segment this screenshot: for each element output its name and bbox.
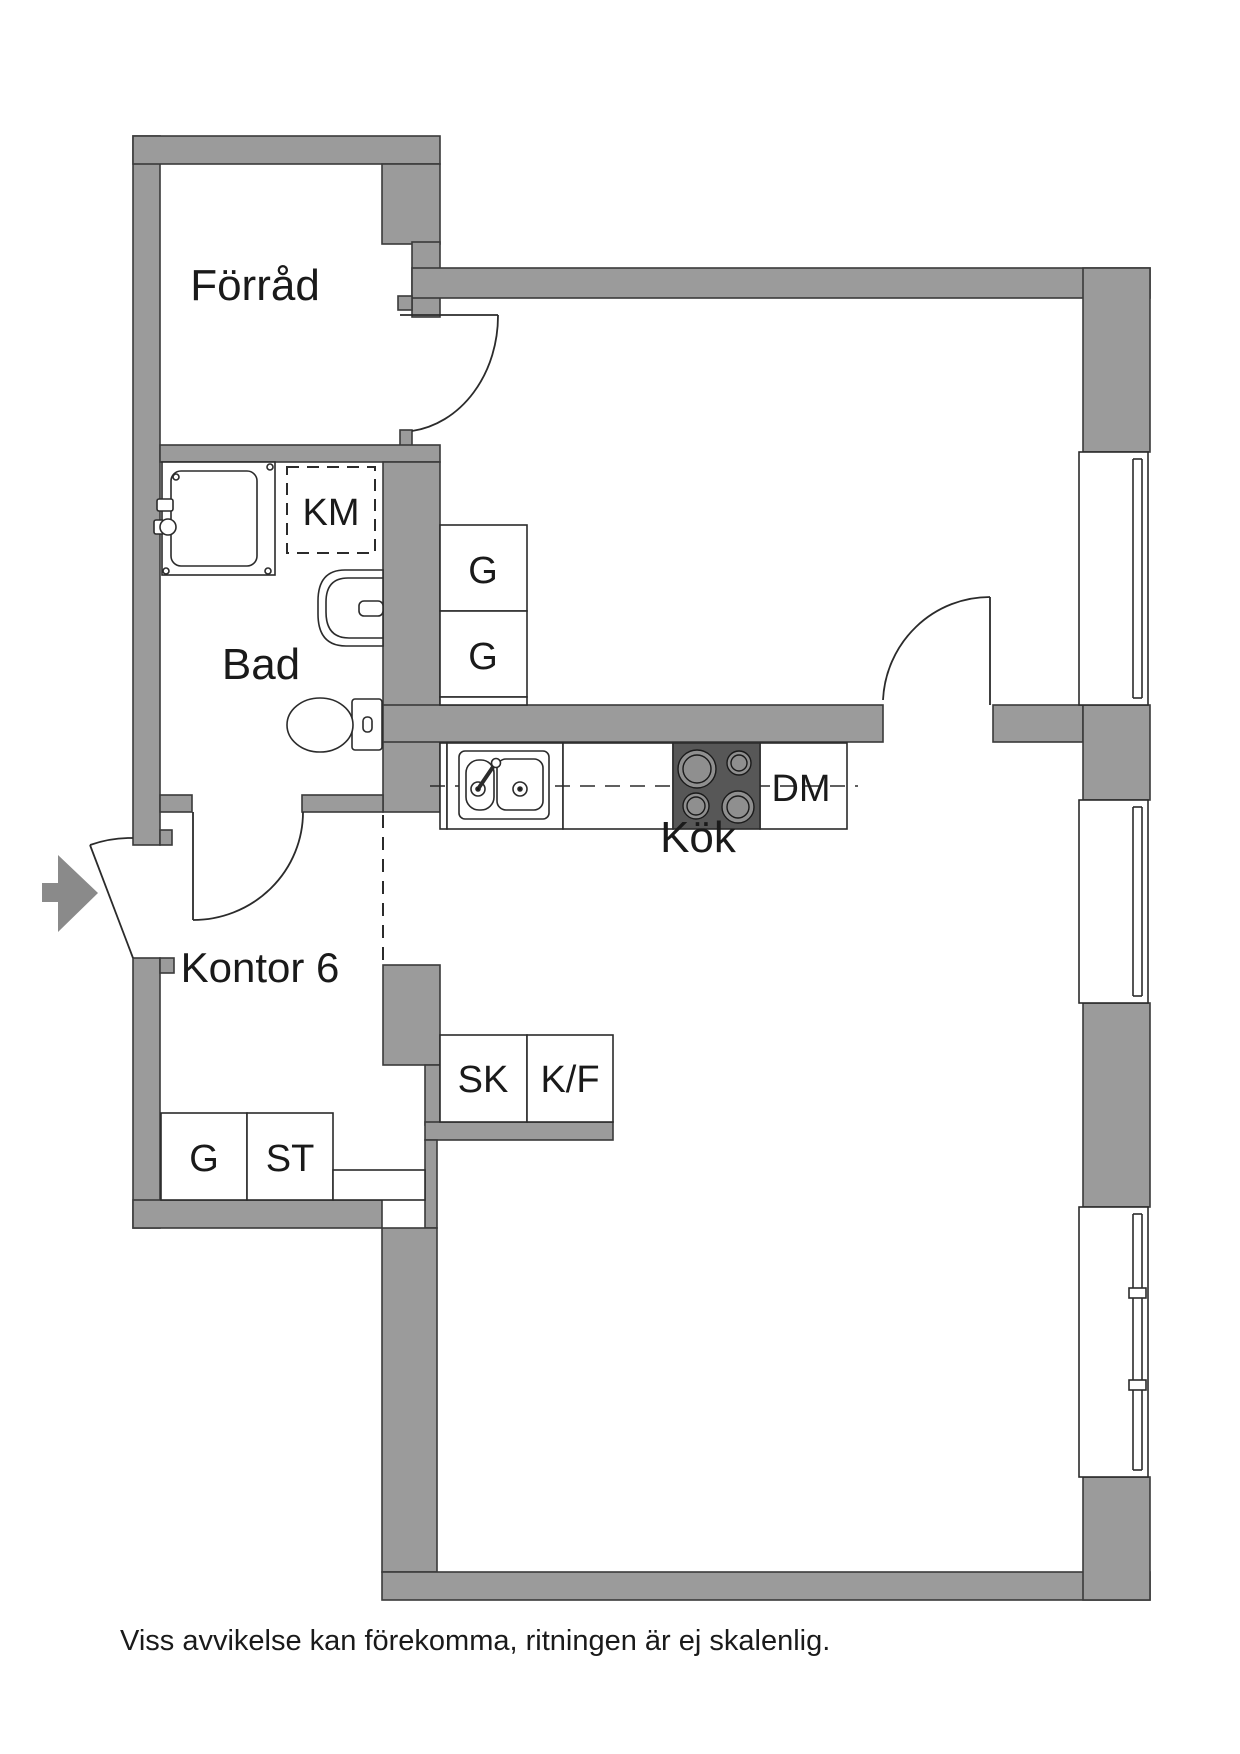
wall-segment xyxy=(399,429,413,447)
wall-segment xyxy=(301,794,384,813)
cabinets xyxy=(160,466,614,1201)
wall-segment xyxy=(132,135,441,165)
cabinet-g-upper-1 xyxy=(439,524,528,612)
wall-segment xyxy=(424,1121,614,1141)
washbasin xyxy=(317,569,384,647)
wall-segment xyxy=(397,295,413,311)
entrance-arrow-icon xyxy=(42,855,98,932)
cabinet-plinth xyxy=(439,696,528,706)
wall-segment xyxy=(159,829,173,846)
unit-label-st: ST xyxy=(266,1138,315,1180)
room-label-kok: Kök xyxy=(660,813,737,862)
wall-segment xyxy=(132,957,161,1229)
cabinet-sk xyxy=(439,1034,528,1123)
kitchen-counter xyxy=(430,742,858,830)
shower-mixer-icon xyxy=(153,498,177,536)
basin-tap-icon xyxy=(358,600,384,617)
window-2 xyxy=(1078,799,1149,1004)
burner xyxy=(726,795,750,819)
walls xyxy=(132,135,1151,1601)
wall-segment xyxy=(132,135,161,846)
door-kok xyxy=(882,596,991,705)
wall-segment xyxy=(159,444,441,463)
wall-segment xyxy=(159,957,175,974)
cabinet-bench xyxy=(332,1169,426,1201)
burner xyxy=(677,749,717,789)
wall-segment xyxy=(1082,1002,1151,1208)
washing-machine-km xyxy=(286,466,376,554)
doors xyxy=(89,314,991,959)
stove xyxy=(672,742,761,830)
bathroom-fixtures xyxy=(153,461,384,753)
door-entrance xyxy=(89,837,134,959)
wall-segment xyxy=(159,794,193,813)
door-forrad xyxy=(400,314,499,432)
wall-segment xyxy=(411,267,1151,299)
room-label-kontor: Kontor 6 xyxy=(181,944,340,991)
wall-segment xyxy=(424,1139,438,1229)
disclaimer-text: Viss avvikelse kan förekomma, ritningen … xyxy=(120,1625,830,1657)
cabinet-g-upper-2 xyxy=(439,610,528,698)
wall-segment xyxy=(1082,267,1151,453)
shower xyxy=(153,461,276,576)
room-label-bad: Bad xyxy=(222,640,300,689)
windows xyxy=(1078,451,1149,1478)
wall-segment xyxy=(381,1227,438,1573)
wall-segment xyxy=(381,1571,1151,1601)
room-label-forrad: Förråd xyxy=(190,261,320,310)
toilet-bowl xyxy=(286,697,354,753)
burner xyxy=(730,754,748,772)
unit-label-g-upper-1: G xyxy=(468,550,498,592)
wall-segment xyxy=(992,704,1084,743)
cabinet-kf xyxy=(526,1034,614,1123)
wall-segment xyxy=(132,1199,383,1229)
unit-label-g-lower: G xyxy=(189,1138,219,1180)
toilet-button xyxy=(362,716,373,733)
door-bad xyxy=(192,811,304,921)
unit-label-sk: SK xyxy=(458,1059,509,1101)
unit-label-dm: DM xyxy=(771,768,830,810)
sink xyxy=(458,750,550,820)
wall-segment xyxy=(382,461,441,813)
cabinet-st xyxy=(246,1112,334,1201)
wall-segment xyxy=(381,163,441,245)
window-3 xyxy=(1078,1206,1149,1478)
wall-segment xyxy=(382,704,884,743)
wall-segment xyxy=(424,1064,441,1126)
unit-label-km: KM xyxy=(303,492,360,534)
wall-segment xyxy=(382,964,441,1066)
unit-label-g-upper-2: G xyxy=(468,636,498,678)
wall-segment xyxy=(1082,1476,1151,1601)
burner xyxy=(682,754,712,784)
toilet xyxy=(286,697,383,753)
window-1 xyxy=(1078,451,1149,706)
unit-label-kf: K/F xyxy=(540,1059,599,1101)
wall-segment xyxy=(1082,704,1151,801)
burner xyxy=(686,796,706,816)
